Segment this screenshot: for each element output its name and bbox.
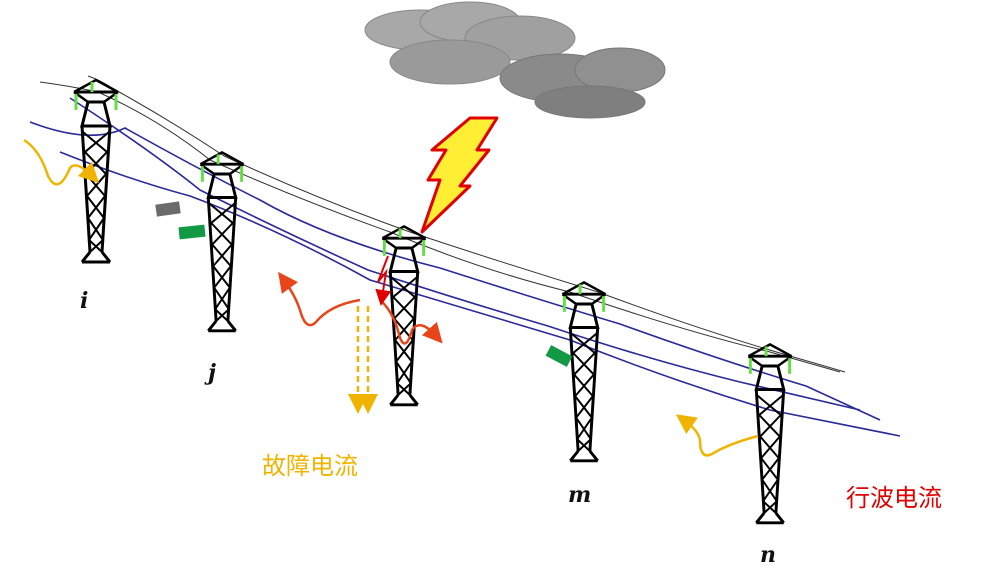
current-sensor-green-icon [178, 224, 206, 240]
fault-current-arrows [348, 306, 378, 414]
transmission-tower-n [746, 342, 794, 525]
tower-label-j: j [208, 360, 216, 386]
current-sensor-gray-icon [155, 201, 181, 217]
wave-arrow-icon [379, 299, 443, 345]
wave-arrow-icon [278, 271, 361, 327]
strike-current-arrow [375, 255, 392, 306]
lightning-bolt-icon [420, 116, 499, 234]
wave-arrow-icon [675, 414, 759, 457]
wave-arrow-icon [23, 138, 100, 186]
current-sensor-green-icon [545, 345, 573, 367]
ground-wires [39, 75, 846, 373]
transmission-tower-j [198, 150, 246, 333]
fault-current-label: 故障电流 [262, 452, 358, 480]
traveling-wave-current-label: 行波电流 [846, 484, 942, 512]
tower-label-i: i [80, 288, 89, 314]
tower-label-m: m [568, 482, 592, 508]
tower-label-n: n [760, 542, 776, 568]
thunder-cloud-icon [364, 1, 666, 119]
